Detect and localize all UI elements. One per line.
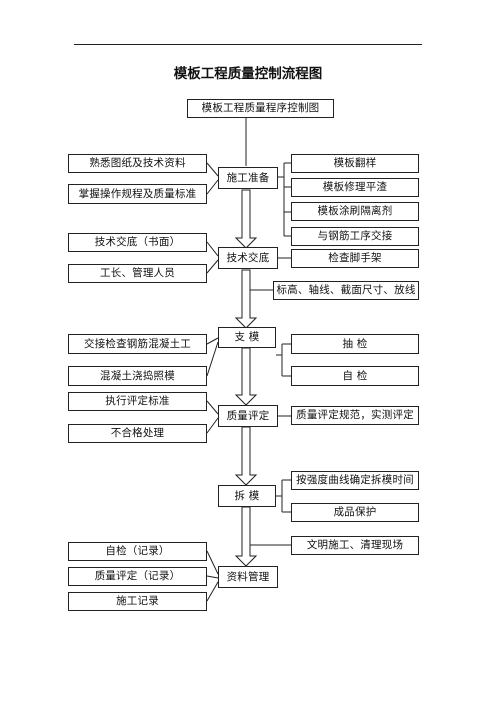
arrow-removal-docs bbox=[234, 506, 258, 567]
right-protect-box: 成品保护 bbox=[291, 503, 419, 522]
left-standard-box: 执行评定标准 bbox=[68, 392, 207, 411]
docs-box: 资料管理 bbox=[218, 566, 278, 588]
connector-drawings bbox=[206, 162, 219, 177]
left-qualityrecord-box: 质量评定（记录） bbox=[68, 567, 207, 586]
left-workers-box: 工长、管理人员 bbox=[68, 264, 207, 283]
right-norms-box: 质量评定规范，实测评定 bbox=[291, 406, 419, 425]
right-civilized-box: 文明施工、清理现场 bbox=[291, 536, 419, 555]
left-written-box: 技术交底（书面） bbox=[68, 233, 207, 252]
connector-written bbox=[206, 241, 219, 257]
left-drawings-box: 熟悉图纸及技术资料 bbox=[68, 154, 207, 173]
removal-box: 拆 模 bbox=[218, 485, 276, 507]
connector-handover bbox=[206, 337, 219, 345]
connector-rules bbox=[206, 179, 219, 195]
left-rules-box: 掌握操作规程及质量标准 bbox=[68, 184, 207, 204]
right-spot-box: 抽 检 bbox=[291, 334, 419, 354]
connector-qualityrecord bbox=[206, 575, 219, 579]
connector-pouring bbox=[206, 341, 219, 377]
right-elevation-box: 标高、轴线、截面尺寸、放线 bbox=[273, 281, 419, 300]
formwork-box: 支 模 bbox=[218, 327, 276, 348]
connector-workers bbox=[206, 259, 219, 274]
left-handover-box: 交接检查钢筋混凝土工 bbox=[68, 334, 207, 354]
connector-selfcheck bbox=[206, 550, 219, 575]
prep-box: 施工准备 bbox=[218, 167, 278, 189]
subtitle-box: 模板工程质量程序控制图 bbox=[187, 99, 334, 118]
left-constructionrecord-box: 施工记录 bbox=[68, 592, 207, 611]
arrow-tech-formwork bbox=[234, 269, 258, 329]
arrow-quality-removal bbox=[234, 426, 258, 486]
page-title: 模板工程质量控制流程图 bbox=[173, 66, 323, 82]
right-scaffold-box: 检查脚手架 bbox=[291, 249, 419, 268]
left-selfcheck-box: 自检（记录） bbox=[68, 542, 207, 561]
left-pouring-box: 混凝土浇捣照模 bbox=[68, 366, 207, 386]
right-release-box: 模板涂刷隔离剂 bbox=[291, 202, 419, 221]
right-sample-box: 模板翻样 bbox=[291, 154, 419, 173]
left-nonconforming-box: 不合格处理 bbox=[68, 424, 207, 443]
right-rebar-box: 与钢筋工序交接 bbox=[291, 227, 419, 246]
connector-standard bbox=[206, 400, 219, 415]
tech-box: 技术交底 bbox=[218, 247, 278, 269]
arrow-formwork-quality bbox=[234, 347, 258, 406]
right-repair-box: 模板修理平渣 bbox=[291, 178, 419, 197]
right-curve-box: 按强度曲线确定拆模时间 bbox=[291, 471, 419, 490]
right-self-box: 自 检 bbox=[291, 366, 419, 386]
header-rule bbox=[74, 44, 422, 45]
arrow-prep-tech bbox=[234, 189, 258, 249]
connector-nonconforming bbox=[206, 417, 219, 434]
connector-constructionrecord bbox=[206, 581, 219, 602]
quality-box: 质量评定 bbox=[218, 405, 278, 427]
